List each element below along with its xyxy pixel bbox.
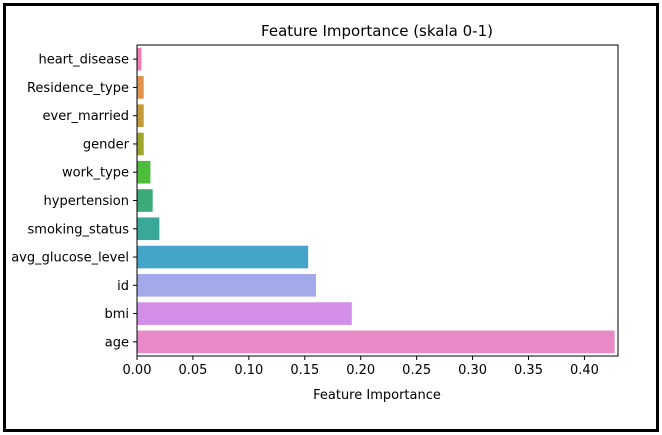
- x-axis-title: Feature Importance: [313, 388, 441, 403]
- x-tick-label: 0.05: [178, 363, 207, 378]
- bar-avg-glucose-level: [137, 245, 309, 269]
- bar-gender: [137, 132, 144, 156]
- bar-age: [137, 330, 615, 354]
- y-tick-label: id: [117, 279, 129, 294]
- bar-bmi: [137, 302, 352, 325]
- x-tick-label: 0.25: [402, 363, 431, 378]
- x-tick-label: 0.00: [123, 363, 152, 378]
- x-tick-label: 0.40: [570, 363, 599, 378]
- x-tick-label: 0.15: [290, 363, 319, 378]
- x-tick-label: 0.20: [346, 363, 375, 378]
- plot-border: [136, 44, 619, 357]
- y-tick-label: smoking_status: [28, 222, 130, 237]
- y-tick-label: hypertension: [44, 194, 129, 209]
- bar-hypertension: [137, 189, 153, 212]
- x-tick-label: 0.35: [514, 363, 543, 378]
- y-tick-label: work_type: [62, 166, 129, 181]
- y-tick-label: age: [105, 335, 129, 350]
- bar-ever-married: [137, 104, 144, 127]
- chart-frame: [3, 3, 659, 432]
- bar-work-type: [137, 160, 151, 184]
- y-tick-label: avg_glucose_level: [11, 251, 129, 266]
- bar-residence-type: [137, 76, 144, 99]
- y-tick-label: gender: [83, 137, 130, 152]
- bar-heart-disease: [137, 47, 142, 71]
- y-tick-label: heart_disease: [38, 53, 129, 68]
- y-tick-label: bmi: [104, 307, 129, 322]
- x-tick-label: 0.10: [234, 363, 263, 378]
- chart-title: Feature Importance (skala 0-1): [261, 22, 493, 40]
- x-tick-label: 0.30: [458, 363, 487, 378]
- bar-id: [137, 274, 316, 297]
- y-tick-label: ever_married: [43, 109, 130, 124]
- y-tick-label: Residence_type: [27, 81, 129, 96]
- bar-smoking-status: [137, 217, 160, 241]
